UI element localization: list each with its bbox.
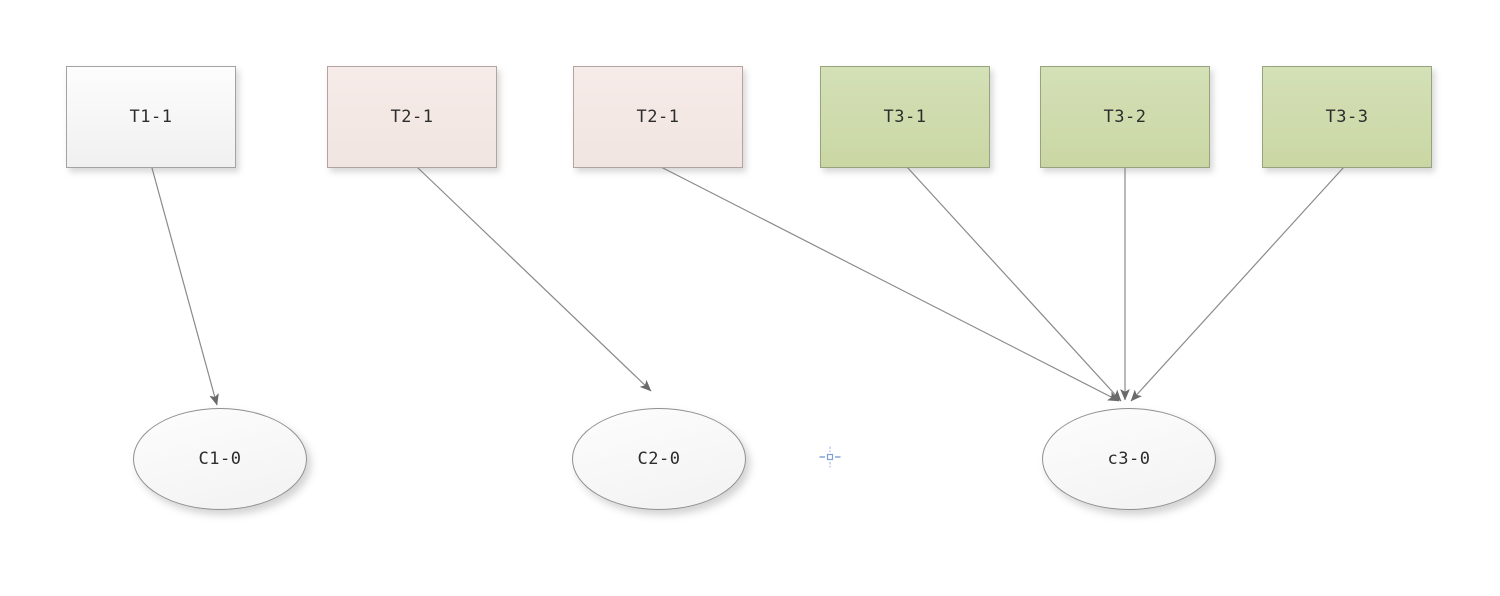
node-box-t2-1-left[interactable]: T2-1: [327, 66, 497, 168]
node-label: T2-1: [390, 107, 434, 127]
node-box-t3-2[interactable]: T3-2: [1040, 66, 1210, 168]
node-label: T2-1: [636, 107, 680, 127]
node-label: C1-0: [198, 449, 242, 469]
node-box-t3-1[interactable]: T3-1: [820, 66, 990, 168]
node-label: T1-1: [129, 107, 173, 127]
node-label: T3-2: [1103, 107, 1147, 127]
edge-t2-1b-to-c3-0[interactable]: [660, 166, 1120, 402]
crosshair-cursor-icon: [819, 446, 841, 468]
node-label: T3-1: [883, 107, 927, 127]
node-ellipse-c3-0[interactable]: c3-0: [1042, 408, 1216, 510]
edge-t2-1a-to-c2-0[interactable]: [416, 166, 652, 392]
node-ellipse-c2-0[interactable]: C2-0: [572, 408, 746, 510]
node-label: c3-0: [1107, 449, 1151, 469]
edge-t1-1-to-c1-0[interactable]: [151, 167, 219, 406]
edge-t3-1-to-c3-0[interactable]: [906, 166, 1122, 402]
edge-t3-3-to-c3-0[interactable]: [1130, 166, 1345, 402]
node-box-t3-3[interactable]: T3-3: [1262, 66, 1432, 168]
node-box-t1-1[interactable]: T1-1: [66, 66, 236, 168]
node-label: T3-3: [1325, 107, 1369, 127]
node-box-t2-1-right[interactable]: T2-1: [573, 66, 743, 168]
node-label: C2-0: [637, 449, 681, 469]
node-ellipse-c1-0[interactable]: C1-0: [133, 408, 307, 510]
